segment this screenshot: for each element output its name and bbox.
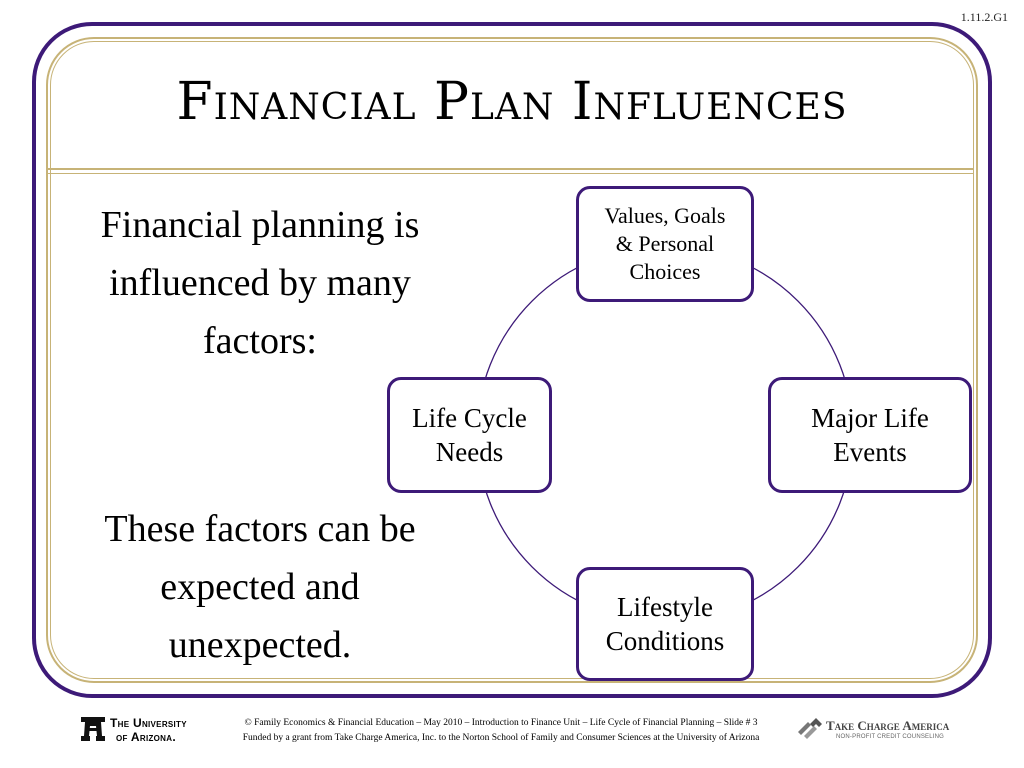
node-line: Major Life	[811, 403, 929, 433]
chevron-stripes-icon	[798, 718, 822, 739]
slide-title: Financial Plan Influences	[176, 72, 848, 132]
ua-logo-line-2: of Arizona.	[116, 730, 176, 744]
block-a-icon	[81, 717, 105, 741]
conclusion-text: These factors can be expected and unexpe…	[104, 508, 416, 666]
intro-text: Financial planning is influenced by many…	[100, 204, 420, 362]
tca-logo-name: Take Charge America	[826, 718, 950, 733]
title-divider-2	[46, 173, 974, 174]
node-lifestyle-conditions: Lifestyle Conditions	[576, 567, 754, 681]
node-line: Values, Goals	[604, 203, 726, 228]
slide-frame	[32, 22, 992, 698]
slide-id: 1.11.2.G1	[960, 10, 1008, 24]
university-of-arizona-logo: The University of Arizona.	[80, 714, 200, 748]
node-line: Life Cycle	[412, 403, 527, 433]
node-line: & Personal	[615, 231, 715, 256]
ua-logo-line-1: The University	[110, 716, 187, 730]
node-values-goals-choices: Values, Goals & Personal Choices	[576, 186, 754, 302]
node-line: Needs	[435, 437, 504, 467]
node-major-life-events: Major Life Events	[768, 377, 972, 493]
footer-credits: © Family Economics & Financial Education…	[206, 716, 796, 746]
footer-funding: Funded by a grant from Take Charge Ameri…	[242, 733, 760, 743]
footer: The University of Arizona. © Family Econ…	[0, 706, 1024, 768]
node-line: Lifestyle	[617, 592, 713, 622]
node-life-cycle-needs: Life Cycle Needs	[387, 377, 552, 493]
node-line: Conditions	[605, 626, 725, 656]
node-line: Choices	[629, 259, 701, 284]
take-charge-america-logo: Take Charge America NON-PROFIT CREDIT CO…	[796, 714, 956, 748]
slide-frame-inner-2	[50, 41, 974, 679]
title-divider	[46, 168, 974, 170]
slide-frame-inner	[46, 37, 978, 683]
node-line: Events	[833, 437, 907, 467]
footer-copyright: © Family Economics & Financial Education…	[244, 718, 758, 728]
tca-logo-subtitle: NON-PROFIT CREDIT COUNSELING	[836, 734, 945, 740]
